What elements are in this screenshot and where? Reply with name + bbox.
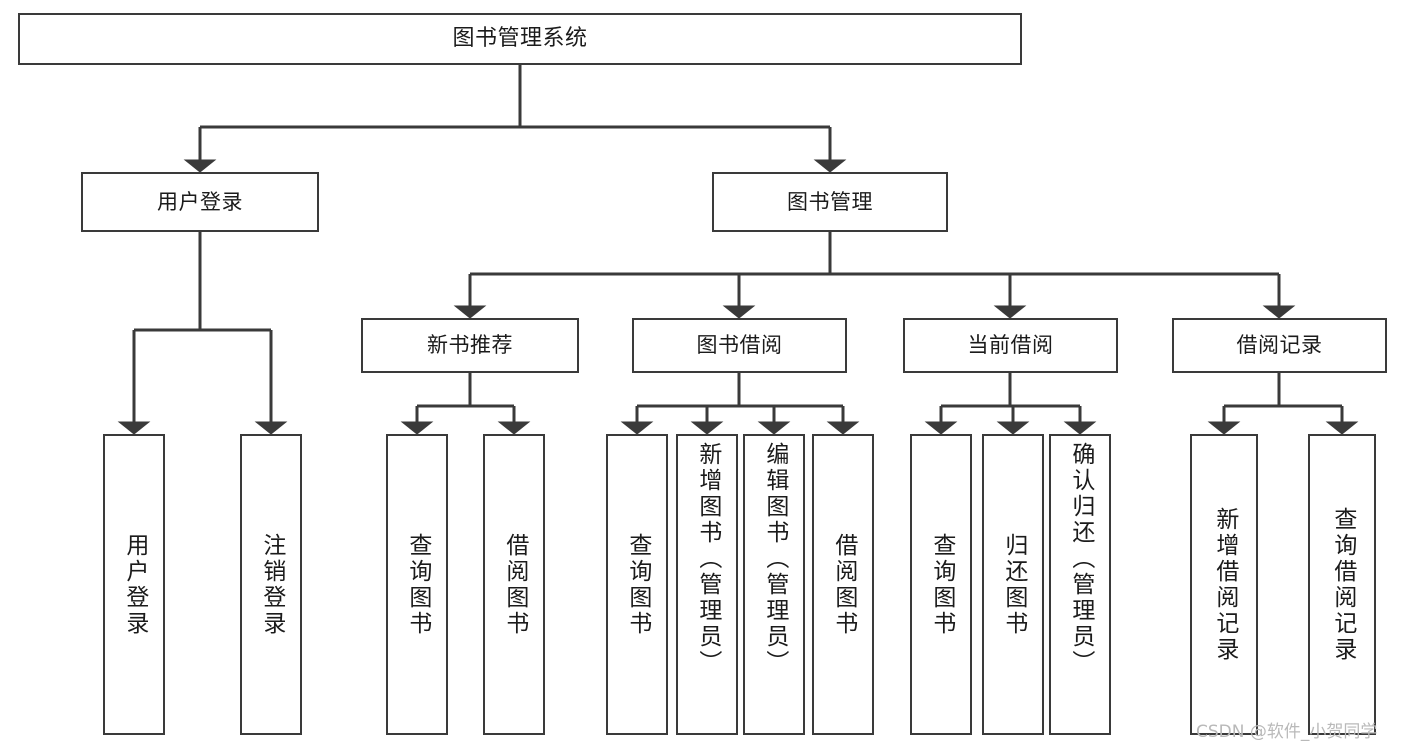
leaf-return-book-label: 归还图书 [1000, 532, 1027, 637]
leaf-query-book-1-label: 查询图书 [404, 532, 431, 637]
node-book-manage-label: 图书管理 [787, 189, 873, 214]
leaf-add-book-label: 新增图书（管理员） [694, 442, 721, 676]
leaf-logout[interactable]: 注销登录 [240, 434, 302, 735]
watermark: CSDN @软件_小贺同学 [1196, 722, 1378, 742]
leaf-user-login[interactable]: 用户登录 [103, 434, 165, 735]
leaf-borrow-book-1-label: 借阅图书 [501, 532, 528, 637]
leaf-add-record[interactable]: 新增借阅记录 [1190, 434, 1258, 735]
node-user-login[interactable]: 用户登录 [81, 172, 319, 232]
leaf-borrow-book-1[interactable]: 借阅图书 [483, 434, 545, 735]
node-new-book-recommend[interactable]: 新书推荐 [361, 318, 579, 373]
node-book-borrow[interactable]: 图书借阅 [632, 318, 847, 373]
node-current-borrow-label: 当前借阅 [967, 333, 1054, 358]
node-current-borrow[interactable]: 当前借阅 [903, 318, 1118, 373]
leaf-query-book-3[interactable]: 查询图书 [910, 434, 972, 735]
leaf-query-book-3-label: 查询图书 [928, 532, 955, 637]
leaf-query-book-1[interactable]: 查询图书 [386, 434, 448, 735]
leaf-borrow-book-2-label: 借阅图书 [830, 532, 857, 637]
node-borrow-record[interactable]: 借阅记录 [1172, 318, 1387, 373]
node-user-login-label: 用户登录 [157, 189, 243, 214]
leaf-add-book[interactable]: 新增图书（管理员） [676, 434, 738, 735]
leaf-query-record[interactable]: 查询借阅记录 [1308, 434, 1376, 735]
node-borrow-record-label: 借阅记录 [1236, 333, 1323, 358]
node-new-book-recommend-label: 新书推荐 [427, 333, 513, 358]
leaf-edit-book-label: 编辑图书（管理员） [761, 442, 788, 676]
node-root-label: 图书管理系统 [452, 26, 588, 52]
leaf-confirm-return[interactable]: 确认归还（管理员） [1049, 434, 1111, 735]
leaf-user-login-label: 用户登录 [121, 532, 148, 637]
leaf-query-record-label: 查询借阅记录 [1329, 506, 1356, 663]
leaf-return-book[interactable]: 归还图书 [982, 434, 1044, 735]
leaf-borrow-book-2[interactable]: 借阅图书 [812, 434, 874, 735]
node-book-borrow-label: 图书借阅 [696, 333, 783, 358]
leaf-edit-book[interactable]: 编辑图书（管理员） [743, 434, 805, 735]
leaf-query-book-2[interactable]: 查询图书 [606, 434, 668, 735]
node-book-manage[interactable]: 图书管理 [712, 172, 948, 232]
leaf-add-record-label: 新增借阅记录 [1211, 506, 1238, 663]
leaf-logout-label: 注销登录 [258, 532, 285, 637]
leaf-query-book-2-label: 查询图书 [624, 532, 651, 637]
node-root[interactable]: 图书管理系统 [18, 13, 1022, 65]
leaf-confirm-return-label: 确认归还（管理员） [1067, 442, 1094, 676]
